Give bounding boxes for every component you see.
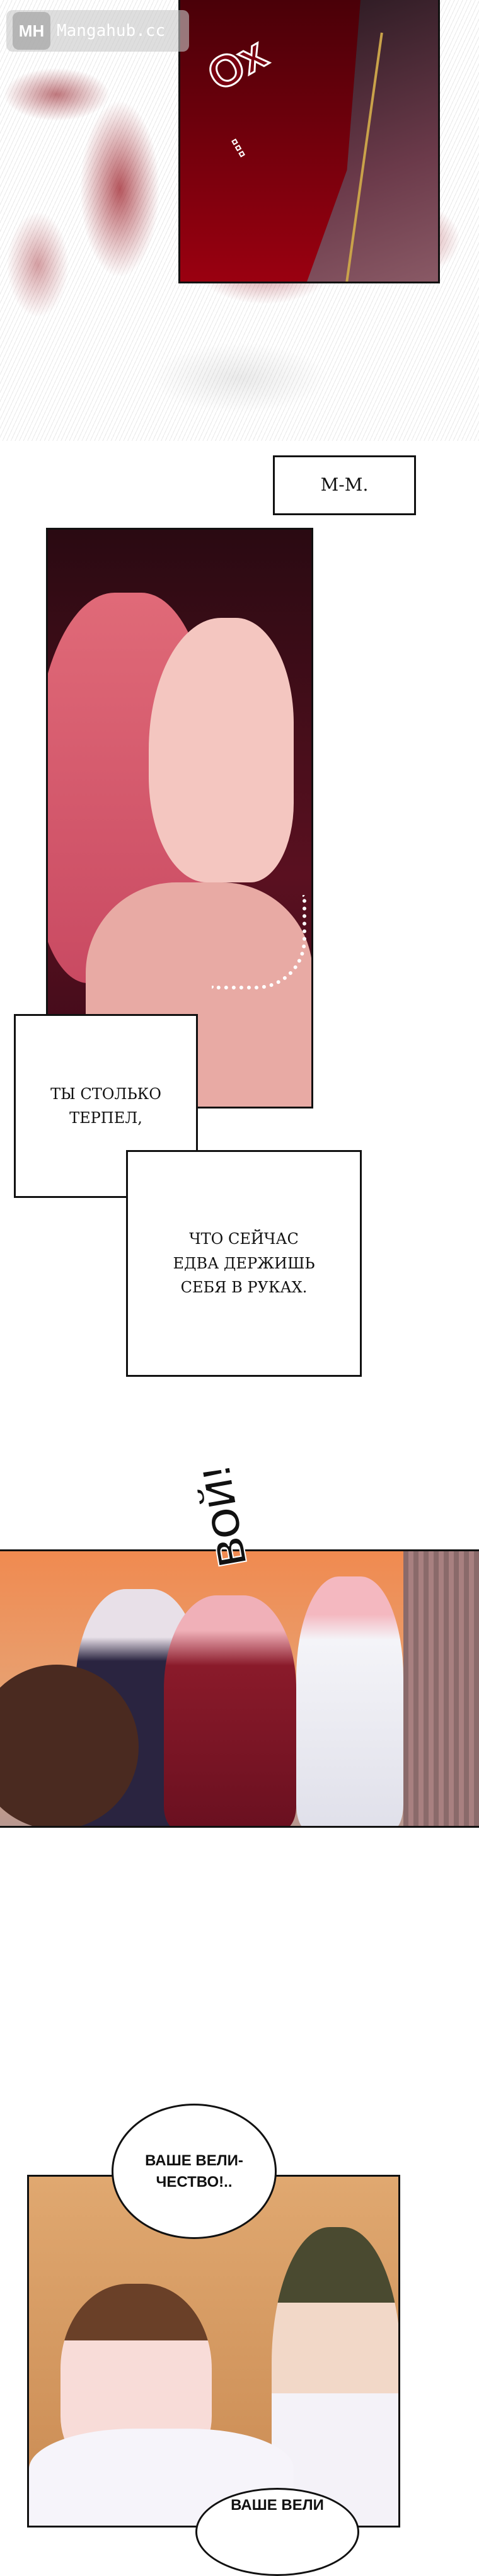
caption-text: ТЫ СТОЛЬКО ТЕРПЕЛ, xyxy=(50,1085,161,1127)
caption-box-mm: М-М. xyxy=(273,455,416,515)
man-in-white xyxy=(296,1576,403,1826)
speech-text: ВАШЕ ВЕЛИ-ЧЕСТВО!.. xyxy=(145,2151,243,2191)
watermark-site: Mangahub.cc xyxy=(57,21,166,40)
speech-text: ВАШЕ ВЕЛИ xyxy=(231,2497,324,2514)
red-robe-panel xyxy=(178,0,440,283)
pearl-necklace xyxy=(212,895,306,989)
caption-box-2: ЧТО СЕЙЧАС ЕДВА ДЕРЖИШЬ СЕБЯ В РУКАХ. xyxy=(126,1150,362,1377)
speech-bubble-1: ВАШЕ ВЕЛИ-ЧЕСТВО!.. xyxy=(112,2104,277,2239)
caption-text: М-М. xyxy=(320,474,369,496)
face xyxy=(149,618,294,882)
speech-bubble-2: ВАШЕ ВЕЛИ xyxy=(195,2488,359,2576)
woman-in-red-dress xyxy=(164,1595,296,1826)
building-columns xyxy=(403,1551,479,1826)
watermark-logo-icon: MH xyxy=(13,12,50,50)
caption-text: ЧТО СЕЙЧАС ЕДВА ДЕРЖИШЬ СЕБЯ В РУКАХ. xyxy=(173,1230,315,1297)
watermark: MH Mangahub.cc xyxy=(6,10,189,52)
foreground-head xyxy=(0,1665,139,1826)
group-scene-panel xyxy=(0,1549,479,1828)
robe-illustration xyxy=(306,0,438,282)
